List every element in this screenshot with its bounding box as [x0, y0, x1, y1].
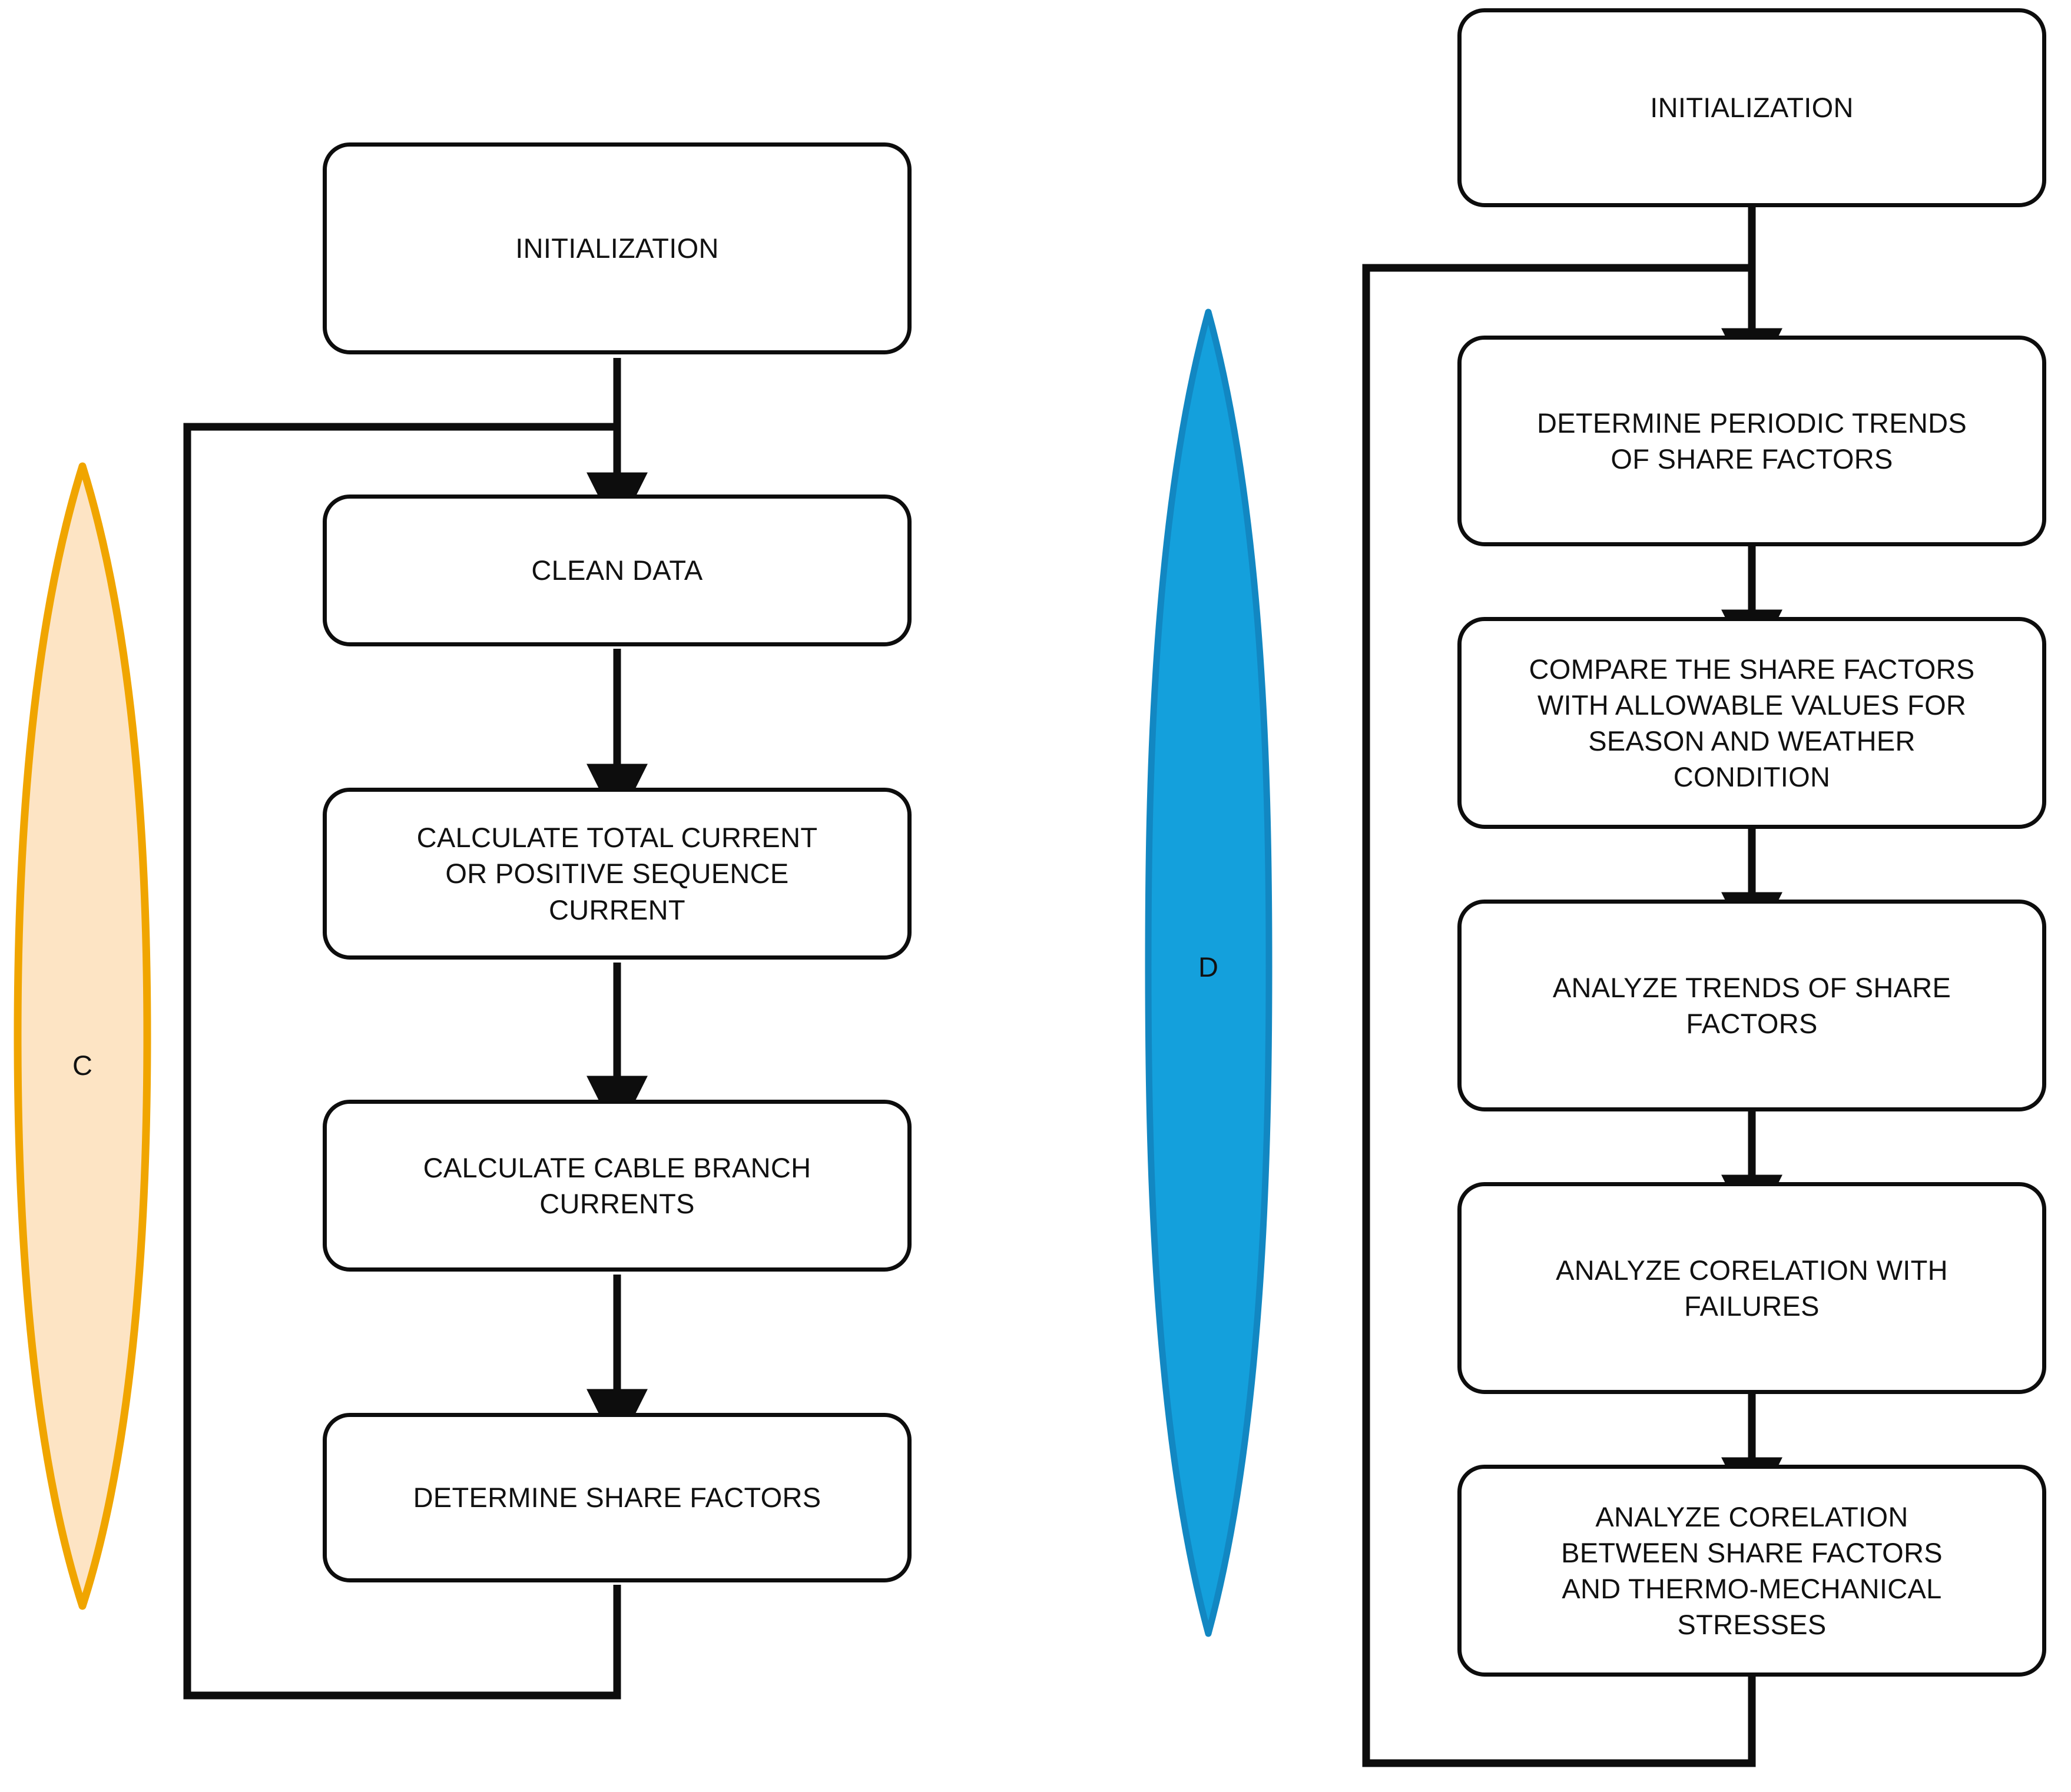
node-d-analyze-corelation-failures[interactable]: ANALYZE CORELATION WITH FAILURES: [1457, 1182, 2046, 1394]
node-label: INITIALIZATION: [515, 233, 719, 264]
lens-label-text: C: [72, 1050, 92, 1081]
lens-label-text: D: [1198, 951, 1218, 983]
feedback-loop-d: [1362, 264, 1756, 1767]
node-c-clean-data[interactable]: CLEAN DATA: [323, 495, 912, 646]
lens-label-d: D: [1173, 951, 1244, 983]
node-label: COMPARE THE SHARE FACTORS WITH ALLOWABLE…: [1529, 653, 1975, 793]
node-label: ANALYZE CORELATION BETWEEN SHARE FACTORS…: [1561, 1501, 1943, 1641]
node-c-determine-share-factors[interactable]: DETERMINE SHARE FACTORS: [323, 1413, 912, 1582]
feedback-loop-c: [183, 423, 621, 1700]
node-label: CALCULATE CABLE BRANCH CURRENTS: [423, 1151, 811, 1219]
node-label: CLEAN DATA: [531, 555, 703, 586]
lens-shape-d: [1145, 308, 1273, 1637]
lens-label-c: C: [47, 1049, 118, 1081]
node-d-analyze-trends[interactable]: ANALYZE TRENDS OF SHARE FACTORS: [1457, 900, 2046, 1111]
node-d-determine-periodic-trends[interactable]: DETERMINE PERIODIC TRENDS OF SHARE FACTO…: [1457, 336, 2046, 546]
lens-shape-c: [14, 462, 151, 1610]
node-c-calculate-cable-branch-currents[interactable]: CALCULATE CABLE BRANCH CURRENTS: [323, 1100, 912, 1272]
node-label: ANALYZE TRENDS OF SHARE FACTORS: [1552, 971, 1951, 1039]
node-d-compare-share-factors[interactable]: COMPARE THE SHARE FACTORS WITH ALLOWABLE…: [1457, 617, 2046, 829]
node-d-initialization[interactable]: INITIALIZATION: [1457, 8, 2046, 207]
node-label: ANALYZE CORELATION WITH FAILURES: [1556, 1254, 1948, 1322]
node-label: DETERMINE PERIODIC TRENDS OF SHARE FACTO…: [1537, 407, 1967, 474]
node-label: CALCULATE TOTAL CURRENT OR POSITIVE SEQU…: [416, 822, 818, 925]
node-c-initialization[interactable]: INITIALIZATION: [323, 142, 912, 354]
node-c-calculate-total-current[interactable]: CALCULATE TOTAL CURRENT OR POSITIVE SEQU…: [323, 788, 912, 960]
node-label: DETERMINE SHARE FACTORS: [413, 1482, 821, 1514]
node-label: INITIALIZATION: [1650, 92, 1854, 124]
node-d-analyze-corelation-stresses[interactable]: ANALYZE CORELATION BETWEEN SHARE FACTORS…: [1457, 1465, 2046, 1677]
